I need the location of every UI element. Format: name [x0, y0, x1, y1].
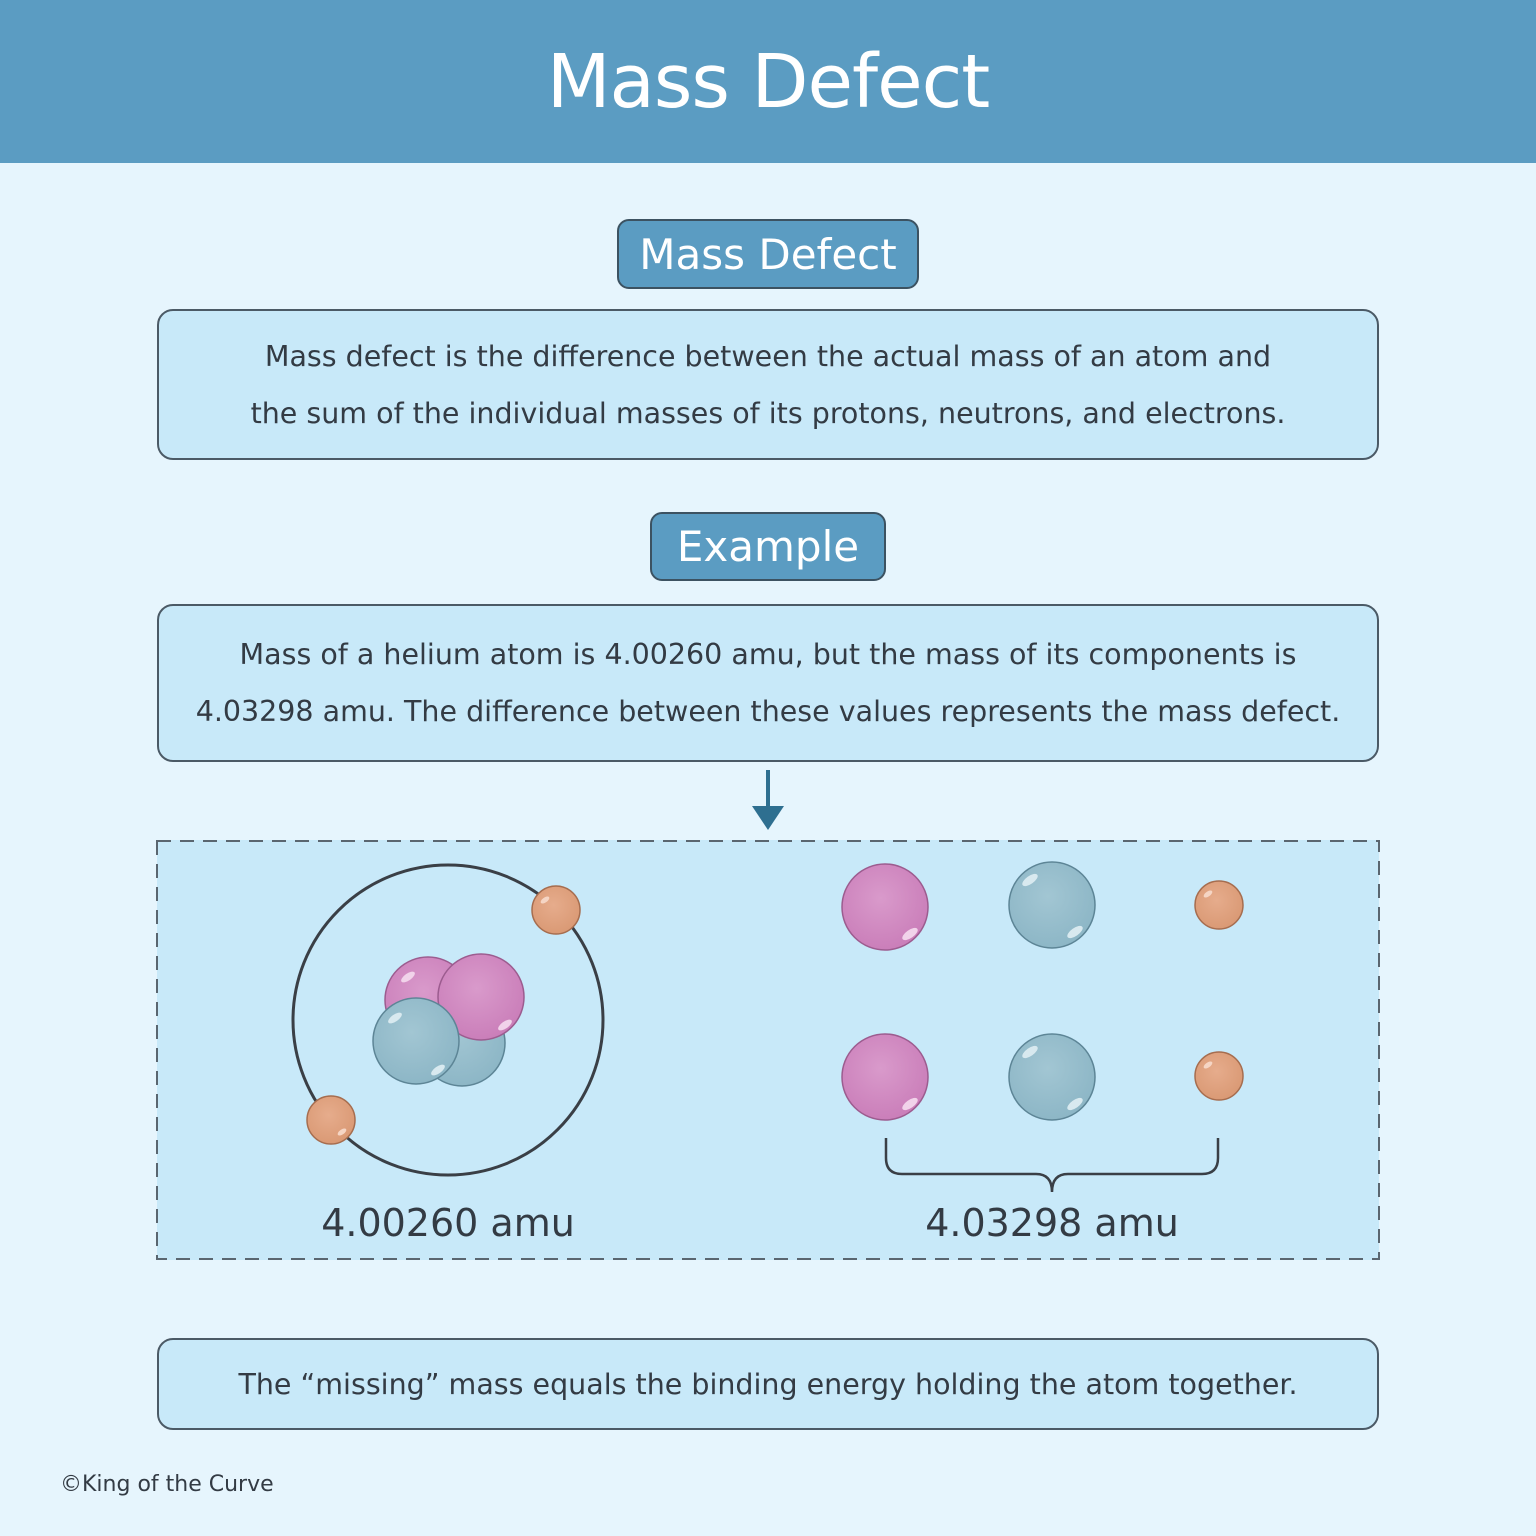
definition-box: Mass defect is the difference between th… [157, 309, 1379, 460]
atom-mass-label: 4.00260 amu [321, 1201, 575, 1245]
nucleus-neutron-front [372, 997, 460, 1085]
nucleus-proton-front [437, 953, 525, 1041]
conclusion-text: The “missing” mass equals the binding en… [238, 1367, 1298, 1401]
free-electron-1 [1194, 880, 1244, 930]
header-banner: Mass Defect [0, 0, 1536, 163]
conclusion-box: The “missing” mass equals the binding en… [157, 1338, 1379, 1430]
definition-line-1: Mass defect is the difference between th… [264, 339, 1272, 373]
page-title: Mass Defect [546, 38, 991, 125]
orbit-electron-top [531, 885, 581, 935]
nucleus [372, 953, 525, 1087]
example-line-2: 4.03298 amu. The difference between thes… [195, 695, 1341, 728]
separated-components [841, 861, 1244, 1193]
example-line-1: Mass of a helium atom is 4.00260 amu, bu… [239, 638, 1297, 671]
example-box: Mass of a helium atom is 4.00260 amu, bu… [157, 604, 1379, 762]
components-brace [884, 1138, 1220, 1193]
example-text: Mass of a helium atom is 4.00260 amu, bu… [196, 626, 1341, 740]
diagram-panel-border [156, 840, 1380, 1260]
definition-line-2: the sum of the individual masses of its … [250, 396, 1286, 430]
components-mass-label: 4.03298 amu [925, 1201, 1179, 1245]
copyright-notice: ©King of the Curve [60, 1472, 274, 1497]
definition-heading: Mass Defect [617, 219, 919, 289]
example-heading: Example [650, 512, 886, 581]
definition-text: Mass defect is the difference between th… [251, 328, 1286, 442]
down-arrow-icon [752, 770, 784, 830]
free-proton-2 [841, 1033, 929, 1121]
free-neutron-1 [1008, 861, 1096, 949]
diagram-panel [157, 840, 1379, 1260]
helium-atom [291, 863, 605, 1177]
orbit-electron-bottom [306, 1095, 356, 1145]
free-proton-1 [841, 863, 929, 951]
free-electron-2 [1194, 1051, 1244, 1101]
electron-orbit [291, 863, 605, 1177]
free-neutron-2 [1008, 1033, 1096, 1121]
